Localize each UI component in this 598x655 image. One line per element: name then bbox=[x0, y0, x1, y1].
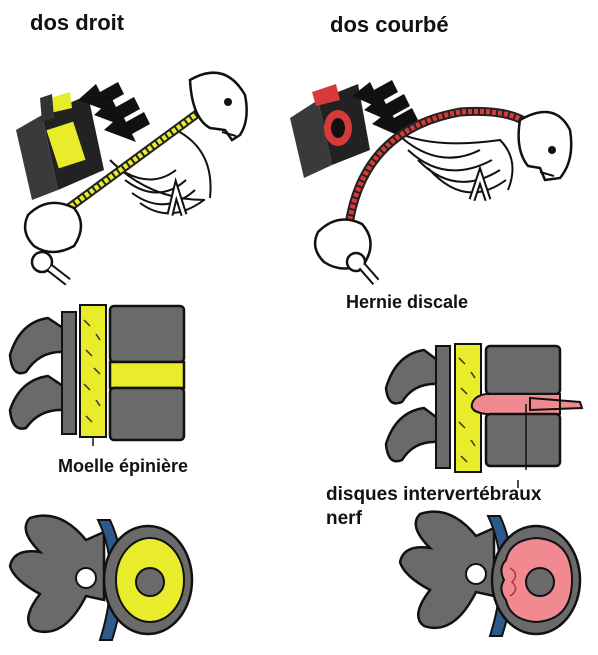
spinal-cord-healthy bbox=[80, 305, 106, 437]
side-view-herniated bbox=[386, 344, 582, 488]
side-view-healthy bbox=[10, 305, 184, 446]
curved-back-title: dos courbé bbox=[330, 12, 449, 38]
curved-back-figure bbox=[290, 80, 571, 282]
straight-back-title: dos droit bbox=[30, 10, 124, 36]
top-view-healthy bbox=[10, 516, 192, 640]
skull-straight bbox=[190, 73, 247, 140]
intervertebral-discs-label: disques intervertébraux bbox=[326, 484, 541, 506]
nerve-label: nerf bbox=[326, 508, 362, 530]
top-view-herniated bbox=[400, 512, 580, 636]
herniated-disc bbox=[472, 394, 582, 414]
ribcage-curved bbox=[392, 130, 513, 193]
straight-back-figure bbox=[16, 73, 247, 282]
healthy-disc bbox=[110, 362, 184, 388]
disc-herniation-label: Hernie discale bbox=[346, 292, 468, 313]
load-block-straight bbox=[16, 92, 104, 200]
skull-curved bbox=[519, 112, 572, 180]
spinal-cord-label: Moelle épinière bbox=[58, 456, 188, 477]
